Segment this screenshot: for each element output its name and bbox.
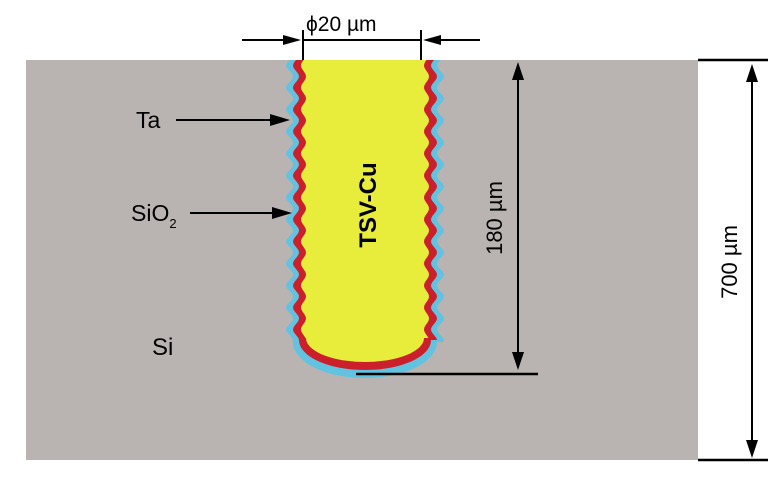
depth-label: 180 µm [482, 181, 507, 255]
via-diameter-label: ϕ20 µm [306, 13, 377, 36]
tsv-copper-fill [301, 60, 429, 362]
width-arrow-left [283, 35, 301, 45]
ta-label: Ta [136, 107, 161, 133]
sio2-label: SiO2 [131, 200, 177, 231]
si-label: Si [152, 334, 174, 361]
depth-dimension [356, 62, 538, 376]
depth-arrow-bottom [512, 352, 524, 370]
thickness-label: 700 µm [717, 225, 742, 299]
sio2-callout-arrow [190, 207, 292, 219]
thickness-dimension [698, 58, 768, 462]
width-arrow-right [423, 35, 441, 45]
tsv-cu-label: TSV-Cu [355, 162, 382, 248]
width-dimension [242, 30, 480, 60]
sio2-label-subscript: 2 [169, 216, 177, 231]
thickness-arrow-top [746, 64, 758, 82]
ta-callout-arrow [176, 114, 290, 126]
depth-arrow-top [512, 62, 524, 80]
sio2-label-main: SiO [131, 200, 170, 226]
thickness-arrow-bottom [746, 440, 758, 458]
